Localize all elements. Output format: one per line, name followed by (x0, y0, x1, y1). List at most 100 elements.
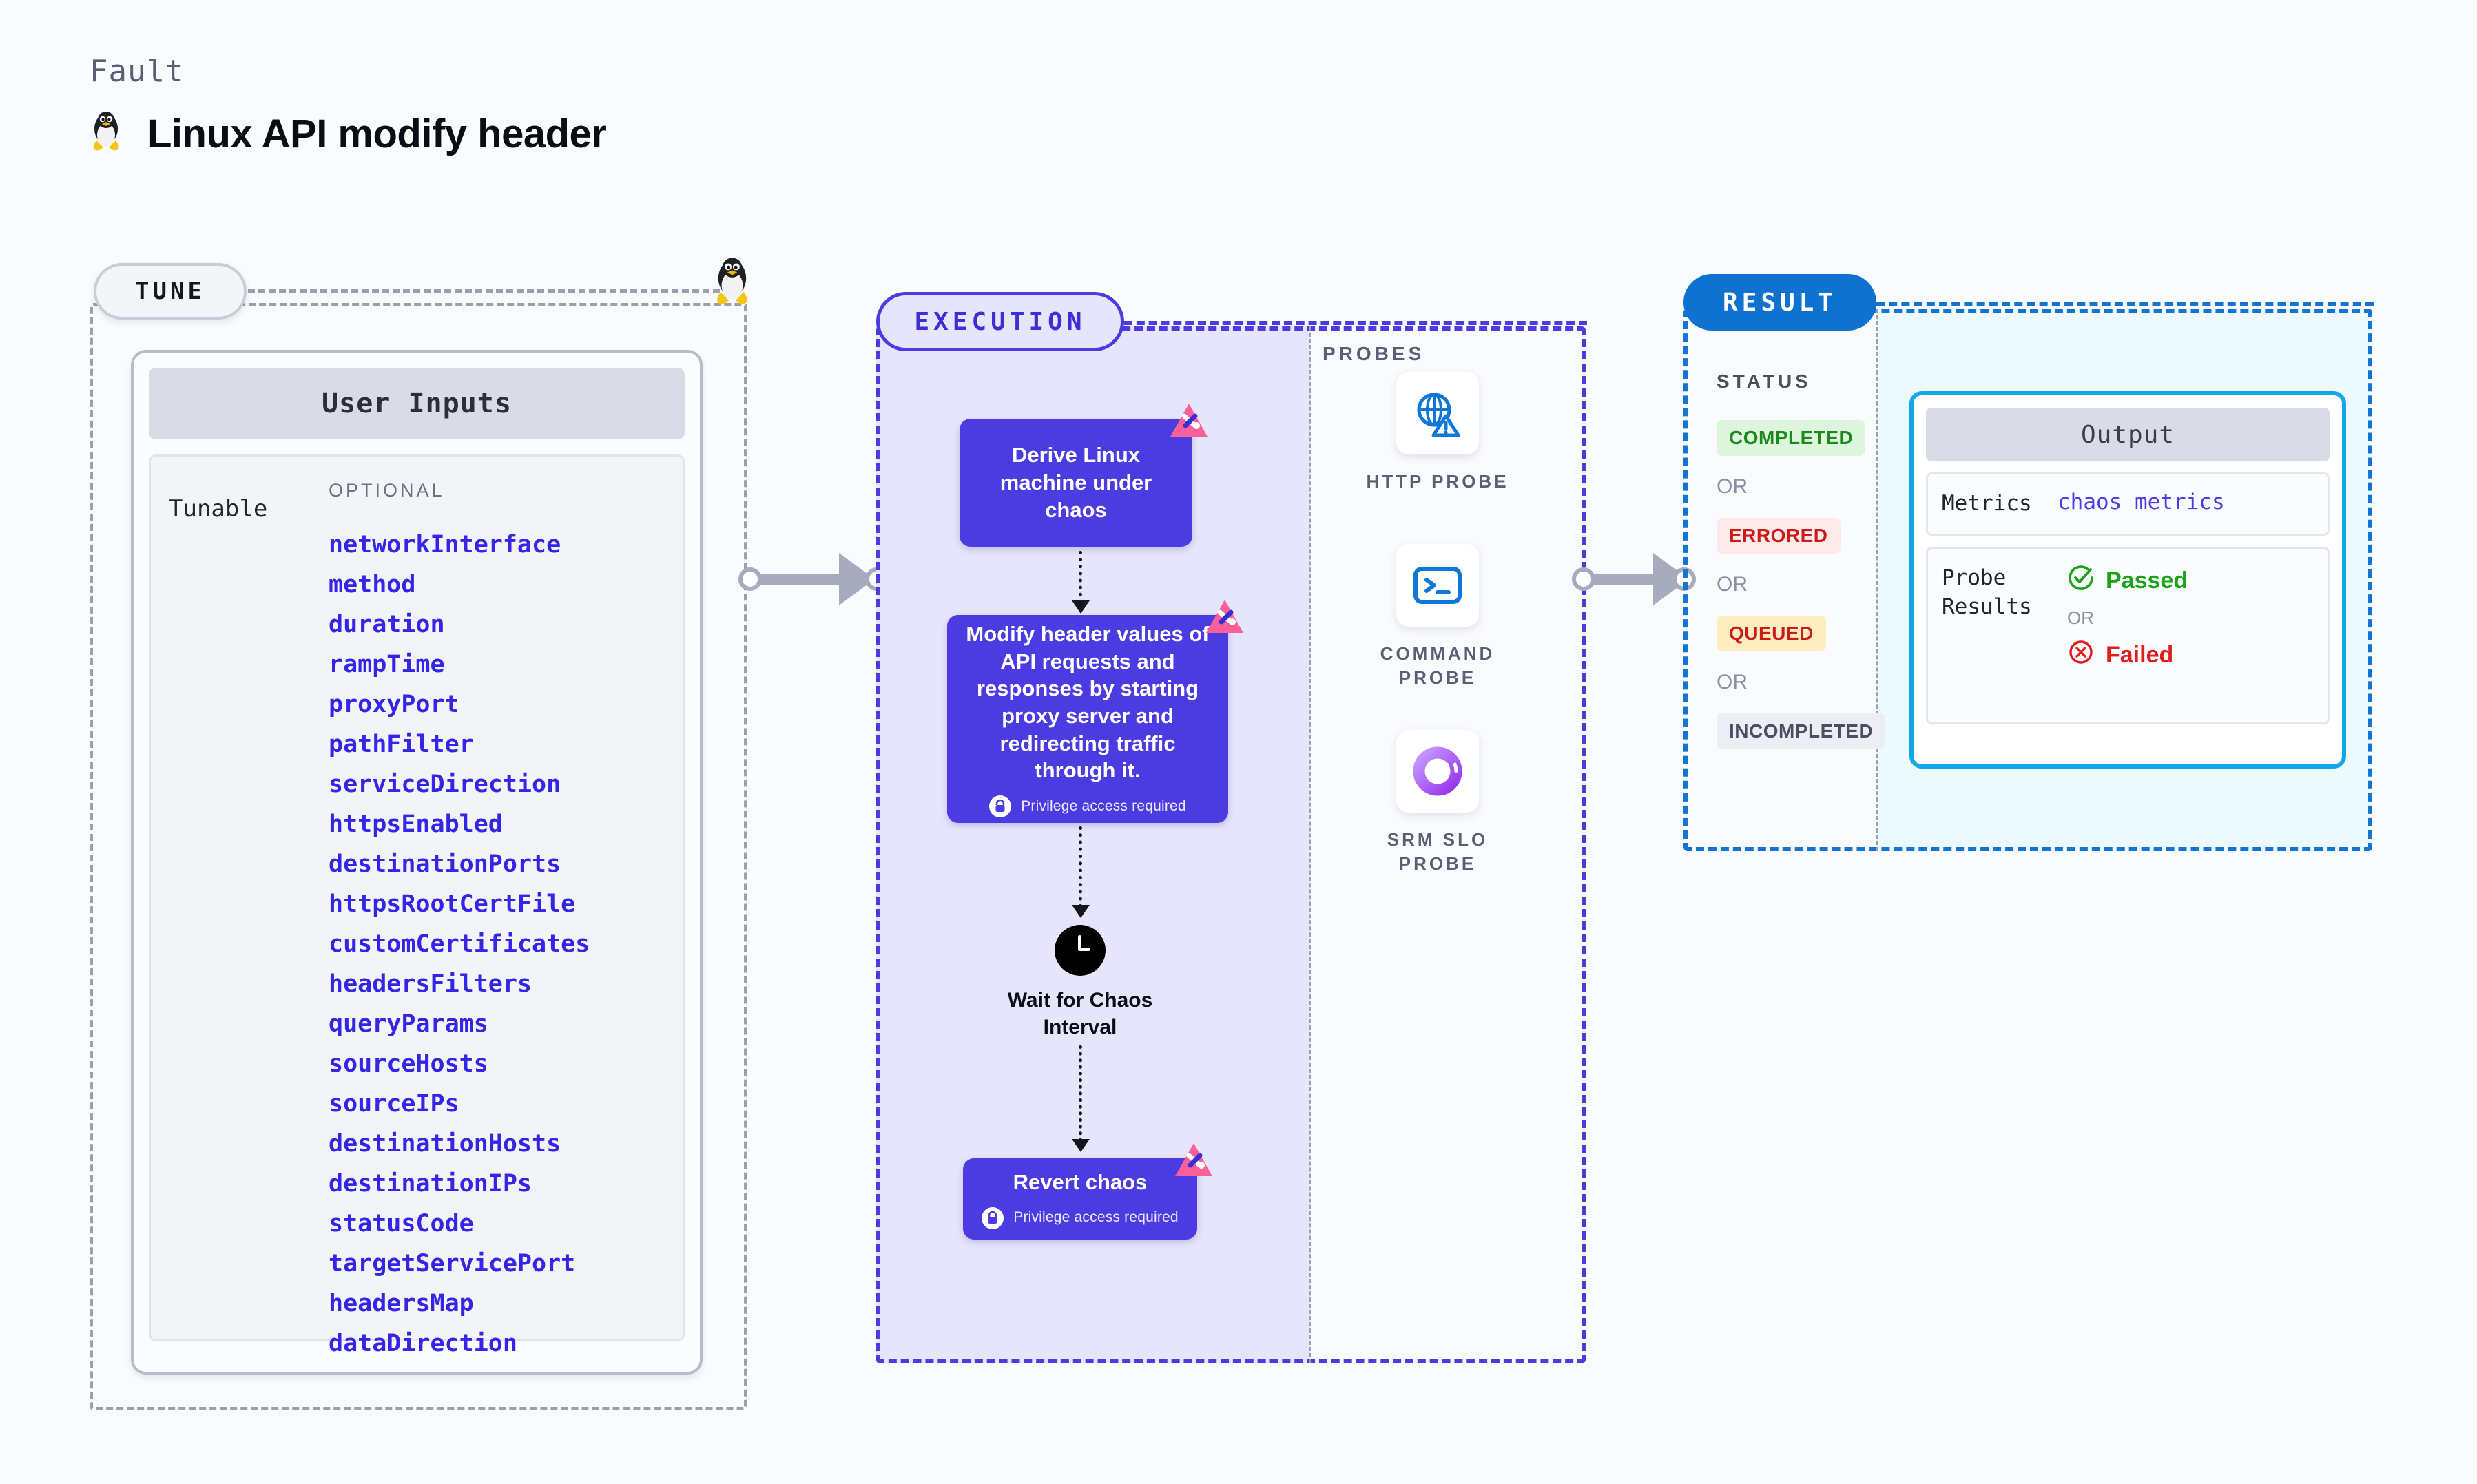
probe-label: SRM SLO PROBE (1387, 829, 1489, 875)
litmus-chaos-badge-icon (1203, 597, 1246, 640)
param-statusCode[interactable]: statusCode (329, 1210, 474, 1237)
result-zone (1683, 309, 2372, 851)
globe-warning-icon (1396, 372, 1479, 454)
flow-line-3 (1079, 1045, 1082, 1142)
wait-for-chaos-interval-node: Wait for Chaos Interval (999, 925, 1161, 1041)
execution-step-derive-machine[interactable]: Derive Linux machine under chaos (960, 404, 1208, 547)
param-serviceDirection[interactable]: serviceDirection (329, 771, 561, 798)
param-rampTime[interactable]: rampTime (329, 651, 445, 678)
status-badge-errored: ERRORED (1717, 518, 1841, 554)
execution-step-modify-header[interactable]: Modify header values of API requests and… (947, 600, 1243, 823)
result-status-divider (1876, 309, 1878, 851)
privilege-access-label: Privilege access required (1013, 1209, 1179, 1226)
page-title: Linux API modify header (147, 112, 607, 156)
tunable-label: Tunable (169, 495, 268, 523)
probes-title: PROBES (1323, 343, 1425, 364)
probe-result-failed: Failed (2067, 638, 2188, 672)
param-destinationHosts[interactable]: destinationHosts (329, 1130, 561, 1158)
status-badge-incompleted: INCOMPLETED (1717, 713, 1886, 749)
litmus-chaos-badge-icon (1172, 1140, 1215, 1183)
user-inputs-card: User Inputs Tunable OPTIONAL networkInte… (131, 350, 703, 1375)
output-metrics-row: Metrics chaos metrics (1926, 472, 2330, 536)
param-duration[interactable]: duration (329, 611, 445, 638)
user-inputs-body: Tunable OPTIONAL networkInterface method… (149, 454, 685, 1357)
status-badge-queued: QUEUED (1717, 616, 1826, 651)
probe-result-or: OR (2067, 607, 2094, 628)
param-sourceHosts[interactable]: sourceHosts (329, 1050, 488, 1078)
wait-label: Wait for Chaos Interval (1007, 989, 1153, 1038)
status-badge-completed: COMPLETED (1717, 420, 1866, 456)
probe-label: COMMAND PROBE (1380, 643, 1495, 689)
param-headersFilters[interactable]: headersFilters (329, 970, 532, 998)
param-proxyPort[interactable]: proxyPort (329, 691, 459, 718)
x-circle-icon (2067, 638, 2095, 672)
privilege-access-note: Privilege access required (982, 1206, 1179, 1229)
flow-line-1 (1079, 551, 1082, 603)
tune-pill[interactable]: TUNE (94, 263, 247, 320)
execution-probes-divider (1309, 326, 1311, 1363)
execution-step-label: Modify header values of API requests and… (966, 621, 1210, 783)
param-destinationIPs[interactable]: destinationIPs (329, 1170, 532, 1198)
output-title: Output (1926, 408, 2330, 461)
param-pathFilter[interactable]: pathFilter (329, 731, 474, 758)
execution-pill[interactable]: EXECUTION (876, 292, 1124, 351)
param-headersMap[interactable]: headersMap (329, 1290, 474, 1317)
linux-penguin-icon (88, 110, 124, 158)
parameter-list: OPTIONAL networkInterface method duratio… (329, 480, 676, 1357)
status-or-3: OR (1717, 671, 1748, 693)
result-pill[interactable]: RESULT (1683, 274, 1876, 331)
probe-command[interactable]: COMMAND PROBE (1358, 544, 1517, 690)
output-probe-results-row: Probe Results Passed OR (1926, 546, 2330, 724)
failed-label: Failed (2106, 641, 2174, 668)
lock-icon (989, 795, 1012, 818)
passed-label: Passed (2106, 567, 2188, 594)
metrics-value[interactable]: chaos metrics (2058, 490, 2225, 514)
user-inputs-title: User Inputs (149, 368, 685, 439)
litmus-chaos-badge-icon (1168, 401, 1210, 443)
probe-result-passed: Passed (2067, 564, 2188, 598)
status-title: STATUS (1717, 370, 1812, 392)
param-destinationPorts[interactable]: destinationPorts (329, 850, 561, 878)
page-kicker: Fault (90, 54, 185, 89)
check-circle-icon (2067, 564, 2095, 598)
param-method[interactable]: method (329, 571, 416, 598)
status-or-1: OR (1717, 475, 1748, 498)
probe-results-values: Passed OR Failed (2058, 564, 2188, 707)
result-connector-dash (1876, 302, 2374, 306)
param-httpsEnabled[interactable]: httpsEnabled (329, 811, 503, 838)
slo-donut-icon (1396, 730, 1479, 813)
probe-srm-slo[interactable]: SRM SLO PROBE (1358, 730, 1517, 876)
tune-zone (90, 303, 747, 1410)
execution-step-label: Revert chaos (1013, 1170, 1148, 1195)
execution-step-revert-chaos[interactable]: Revert chaos Privilege access required (963, 1143, 1212, 1240)
execution-step-label: Derive Linux machine under chaos (999, 443, 1152, 522)
privilege-access-label: Privilege access required (1021, 797, 1186, 814)
param-httpsRootCertFile[interactable]: httpsRootCertFile (329, 890, 576, 918)
param-targetServicePort[interactable]: targetServicePort (329, 1250, 576, 1277)
page-title-row: Linux API modify header (88, 110, 607, 158)
execution-zone (876, 326, 1586, 1363)
flow-arrow-3 (1072, 1139, 1090, 1152)
optional-label: OPTIONAL (329, 480, 445, 501)
param-customCertificates[interactable]: customCertificates (329, 930, 590, 958)
privilege-access-note: Privilege access required (989, 795, 1186, 818)
terminal-icon (1396, 544, 1479, 627)
metrics-key: Metrics (1942, 491, 2032, 516)
status-or-2: OR (1717, 573, 1748, 596)
probe-label: HTTP PROBE (1366, 471, 1509, 492)
param-dataDirection[interactable]: dataDirection (329, 1330, 517, 1357)
param-networkInterface[interactable]: networkInterface (329, 531, 561, 558)
lock-icon (982, 1206, 1004, 1229)
clock-icon (1055, 925, 1106, 976)
probe-http[interactable]: HTTP PROBE (1358, 372, 1517, 494)
flow-arrow-1 (1072, 600, 1090, 614)
probe-results-key: Probe Results (1942, 565, 2032, 619)
flow-line-2 (1079, 826, 1082, 908)
flow-arrow-2 (1072, 905, 1090, 918)
output-card: Output Metrics chaos metrics Probe Resul… (1909, 391, 2346, 769)
execution-connector-dash (1124, 321, 1587, 325)
param-sourceIPs[interactable]: sourceIPs (329, 1090, 459, 1118)
param-queryParams[interactable]: queryParams (329, 1010, 488, 1038)
linux-penguin-icon-small (711, 256, 754, 312)
